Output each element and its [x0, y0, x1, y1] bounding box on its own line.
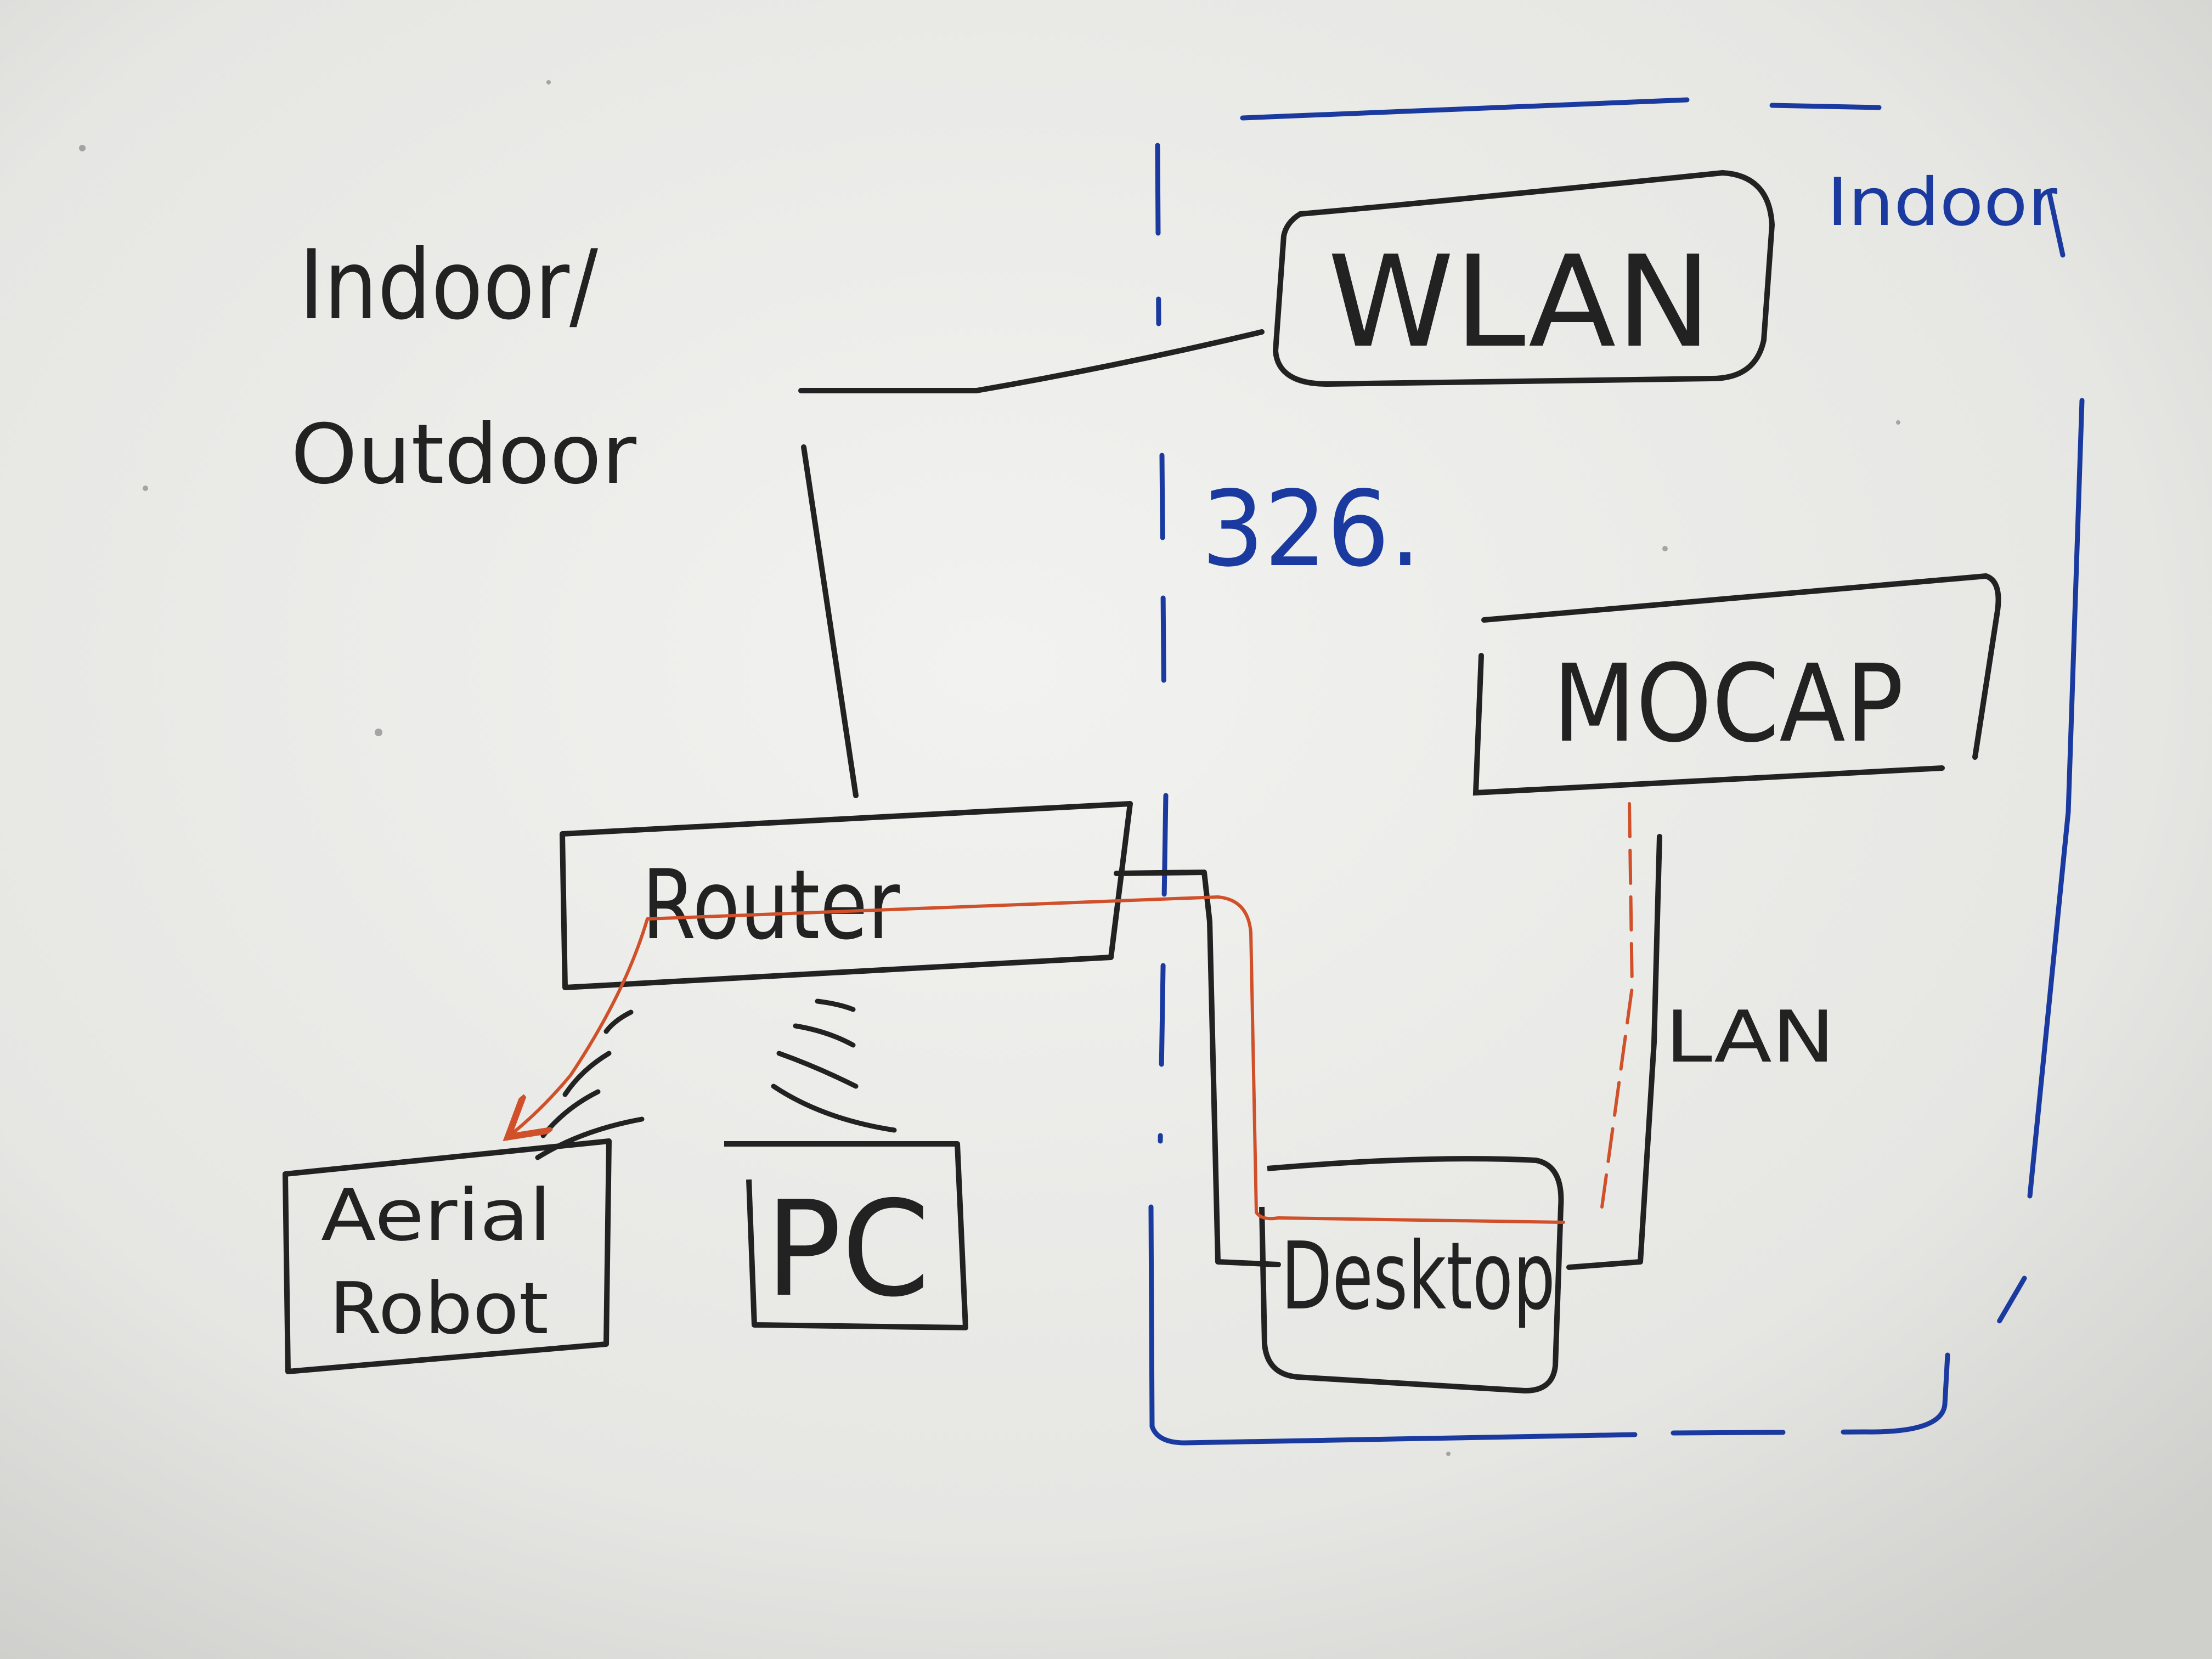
aerial-robot-node: Aerial Robot [283, 1138, 612, 1374]
desktop-node: Desktop [1259, 1156, 1564, 1393]
pc-label: PC [765, 1172, 930, 1326]
wlan-node: WLAN [1272, 170, 1775, 387]
mocap-desktop-lan-link [1566, 834, 1662, 1270]
board-smudges [79, 80, 1900, 1456]
region-label-indoor-outdoor-line1: Indoor/ [299, 230, 598, 341]
wifi-signal-icon [771, 998, 897, 1133]
router-wlan-link [798, 329, 1265, 798]
lan-label: LAN [1665, 995, 1835, 1079]
wlan-box [1272, 170, 1775, 387]
mocap-box [1472, 573, 2001, 796]
router-box [560, 801, 1133, 990]
mocap-node: MOCAP [1472, 573, 2001, 796]
pc-node: PC [724, 1141, 968, 1330]
region-label-indoor-outdoor-line2: Outdoor [291, 407, 636, 503]
desktop-label: Desktop [1281, 1222, 1555, 1331]
aerial-robot-label-line2: Robot [329, 1267, 549, 1350]
mocap-label: MOCAP [1553, 641, 1904, 766]
aerial-robot-label-line1: Aerial [321, 1173, 551, 1257]
desktop-box [1259, 1156, 1564, 1393]
room-number-label: 326. [1201, 469, 1421, 590]
wlan-label: WLAN [1328, 229, 1712, 376]
aerial-robot-box [283, 1138, 612, 1374]
router-desktop-link [1114, 870, 1281, 1267]
region-label-indoor: Indoor [1827, 165, 2058, 241]
indoor-region-boundary [1148, 97, 2085, 1446]
arrow-icon [513, 802, 1634, 1224]
pc-box [724, 1141, 968, 1330]
router-label: Router [642, 850, 900, 961]
router-node: Router [560, 801, 1133, 990]
